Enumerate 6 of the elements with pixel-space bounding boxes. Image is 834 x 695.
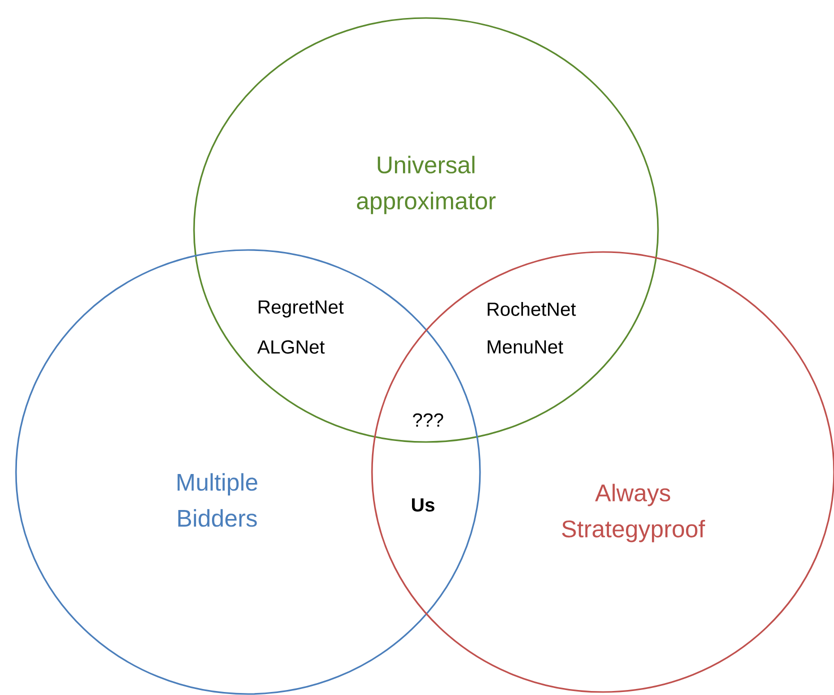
region-label: RochetNet <box>488 302 576 316</box>
region-label: ??? <box>412 413 444 427</box>
region-label: RegretNet <box>258 300 344 318</box>
region-label: Us <box>412 498 434 512</box>
region-label: MenuNet <box>488 340 564 354</box>
region-label: ALGNet <box>257 340 325 354</box>
